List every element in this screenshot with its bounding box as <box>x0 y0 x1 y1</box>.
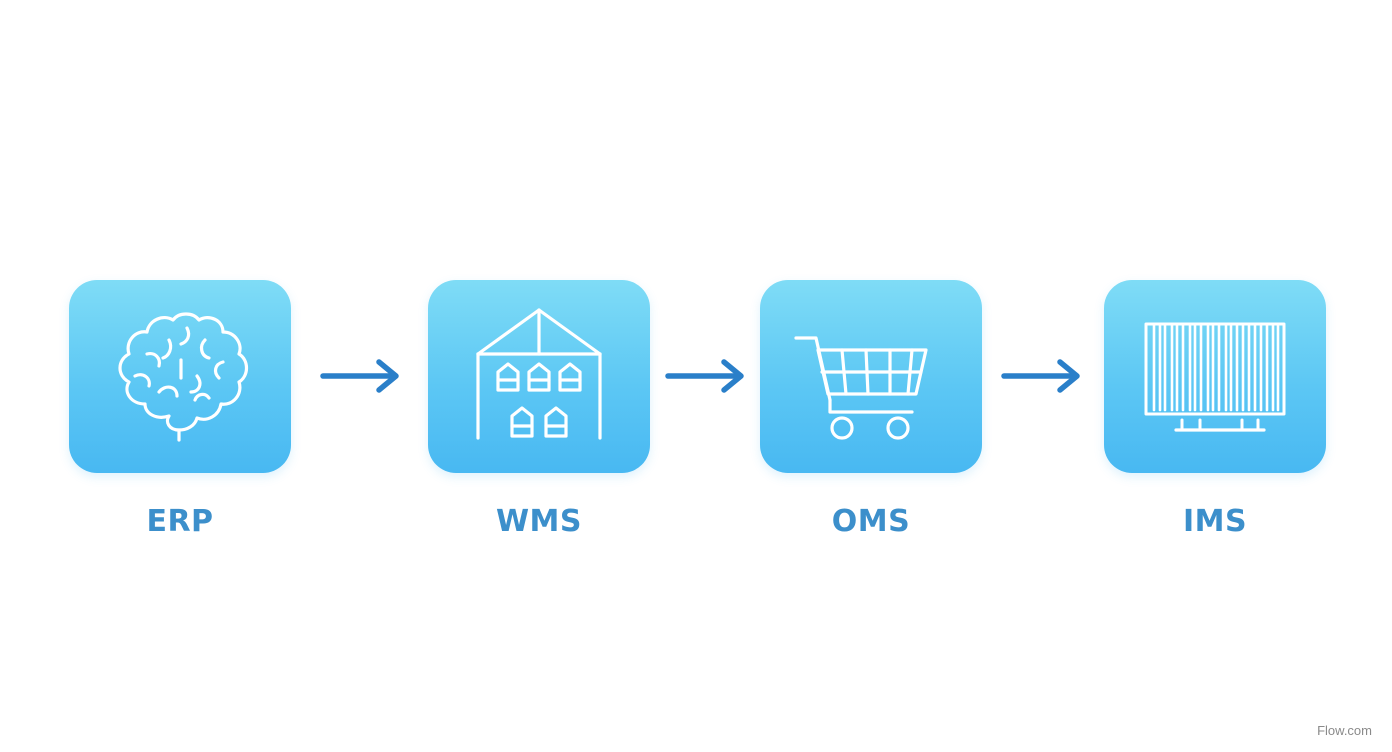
oms-tile <box>760 280 982 473</box>
erp-label: ERP <box>146 504 214 539</box>
barcode-icon <box>1144 322 1286 432</box>
wms-label: WMS <box>495 504 583 539</box>
arrow-right-icon <box>665 359 744 393</box>
erp-tile <box>69 280 291 473</box>
arrow-right-icon <box>1001 359 1080 393</box>
watermark: Flow.com <box>1317 723 1372 738</box>
arrow-right-icon <box>320 359 399 393</box>
warehouse-icon <box>476 308 602 440</box>
brain-icon <box>118 312 249 442</box>
wms-tile <box>428 280 650 473</box>
ims-tile <box>1104 280 1326 473</box>
shopping-cart-icon <box>794 336 928 440</box>
ims-label: IMS <box>1182 504 1248 539</box>
oms-label: OMS <box>831 504 911 539</box>
